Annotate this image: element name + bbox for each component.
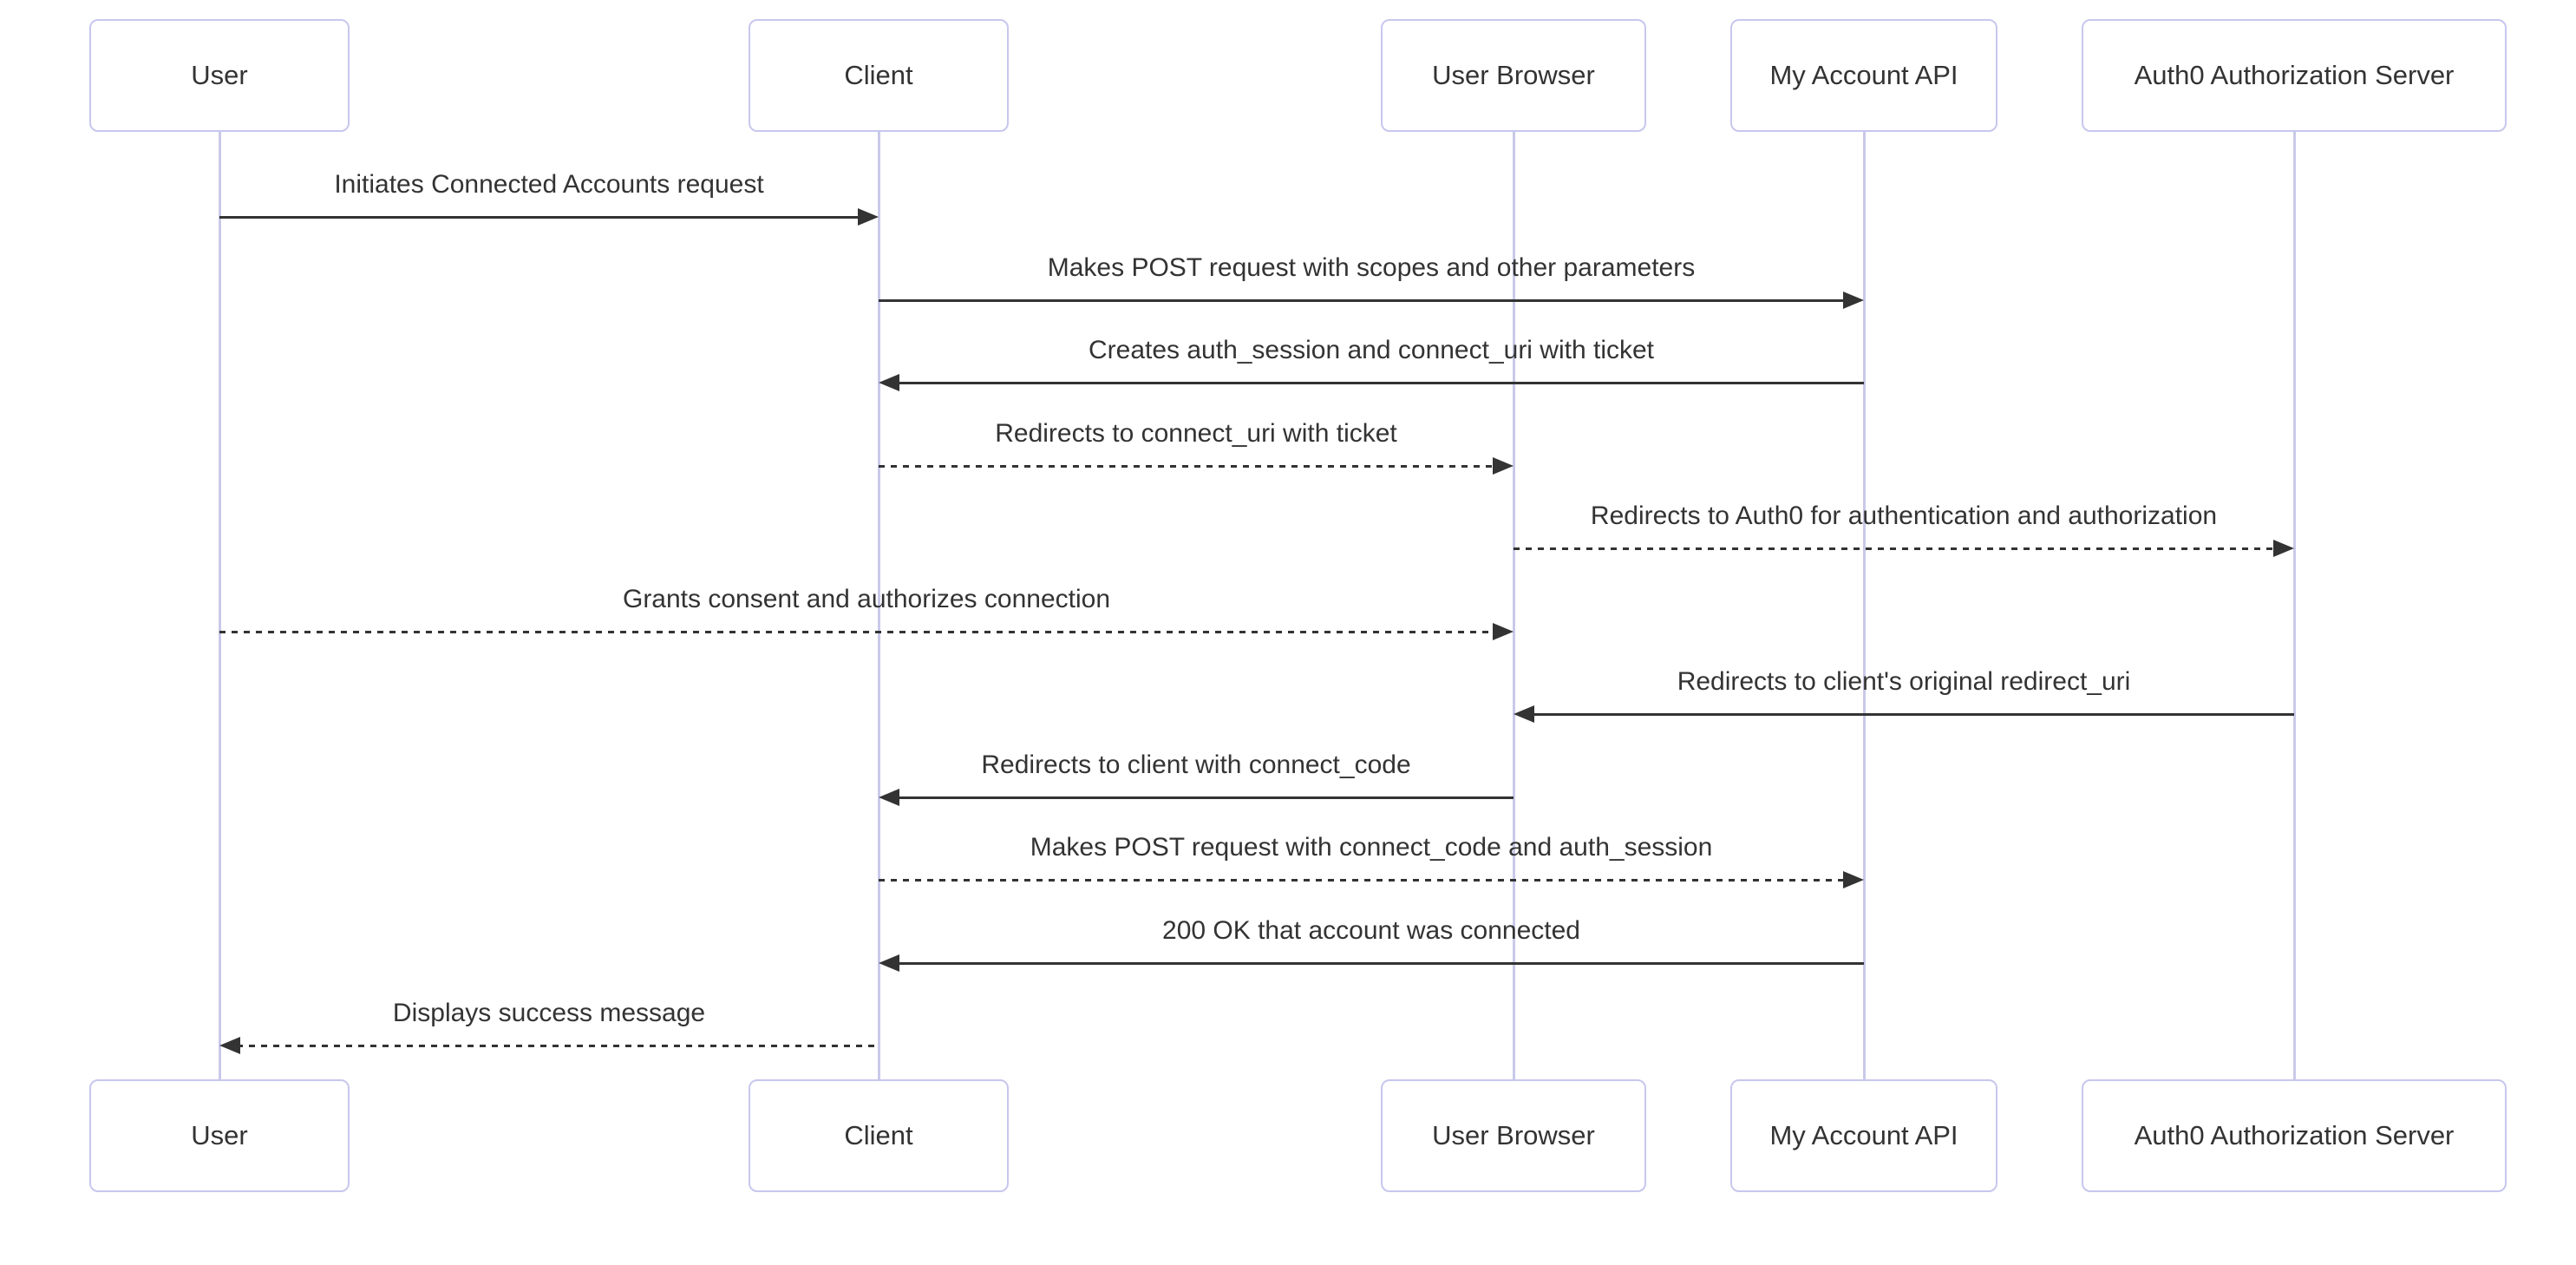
message-label: Makes POST request with scopes and other… (1047, 253, 1696, 282)
actor-box-browser-bottom: User Browser (1381, 1079, 1646, 1192)
message-label: Redirects to client's original redirect_… (1677, 667, 2131, 696)
arrowhead-icon (1843, 871, 1864, 888)
message-line (879, 464, 1496, 468)
actor-box-api-top: My Account API (1730, 19, 1997, 132)
message-line (879, 298, 1847, 302)
message-line (1514, 547, 2277, 550)
message-label: Grants consent and authorizes connection (622, 585, 1111, 613)
message-line (237, 1044, 879, 1047)
actor-label: User (191, 1120, 248, 1150)
message-label: Displays success message (392, 999, 706, 1027)
arrowhead-icon (1493, 623, 1514, 640)
actor-label: Auth0 Authorization Server (2134, 1120, 2455, 1150)
arrowhead-icon (219, 1037, 240, 1054)
message-line (1531, 712, 2294, 716)
lifeline-auth0 (2292, 132, 2296, 1079)
message-label: Makes POST request with connect_code and… (1030, 833, 1713, 862)
actor-box-auth0-bottom: Auth0 Authorization Server (2082, 1079, 2507, 1192)
actor-label: User (191, 60, 248, 90)
actor-label: My Account API (1769, 1120, 1958, 1150)
arrowhead-icon (1514, 705, 1534, 723)
actor-label: Auth0 Authorization Server (2134, 60, 2455, 90)
message-label: Redirects to connect_uri with ticket (995, 419, 1397, 448)
message-label: Redirects to client with connect_code (981, 750, 1411, 779)
lifeline-browser (1512, 132, 1515, 1079)
actor-box-client-bottom: Client (749, 1079, 1009, 1192)
arrowhead-icon (879, 954, 899, 972)
lifeline-user (218, 132, 221, 1079)
actor-box-browser-top: User Browser (1381, 19, 1646, 132)
message-line (879, 878, 1847, 882)
arrowhead-icon (1493, 457, 1514, 475)
message-line (896, 381, 1864, 384)
message-label: Redirects to Auth0 for authentication an… (1590, 501, 2218, 530)
actor-box-auth0-top: Auth0 Authorization Server (2082, 19, 2507, 132)
message-label: 200 OK that account was connected (1162, 916, 1580, 945)
actor-box-api-bottom: My Account API (1730, 1079, 1997, 1192)
actor-box-user-top: User (89, 19, 350, 132)
message-line (219, 215, 861, 219)
message-label: Initiates Connected Accounts request (334, 170, 764, 199)
message-label: Creates auth_session and connect_uri wit… (1088, 336, 1655, 364)
actor-label: My Account API (1769, 60, 1958, 90)
lifeline-api (1862, 132, 1866, 1079)
message-line (896, 961, 1864, 965)
actor-label: Client (844, 60, 913, 90)
lifeline-client (877, 132, 880, 1079)
arrowhead-icon (879, 374, 899, 391)
message-line (896, 796, 1514, 799)
arrowhead-icon (879, 789, 899, 806)
actor-label: User Browser (1432, 60, 1595, 90)
arrowhead-icon (1843, 292, 1864, 309)
actor-box-user-bottom: User (89, 1079, 350, 1192)
actor-label: Client (844, 1120, 913, 1150)
message-line (219, 630, 1496, 633)
actor-box-client-top: Client (749, 19, 1009, 132)
arrowhead-icon (2273, 540, 2294, 557)
actor-label: User Browser (1432, 1120, 1595, 1150)
arrowhead-icon (858, 208, 879, 226)
